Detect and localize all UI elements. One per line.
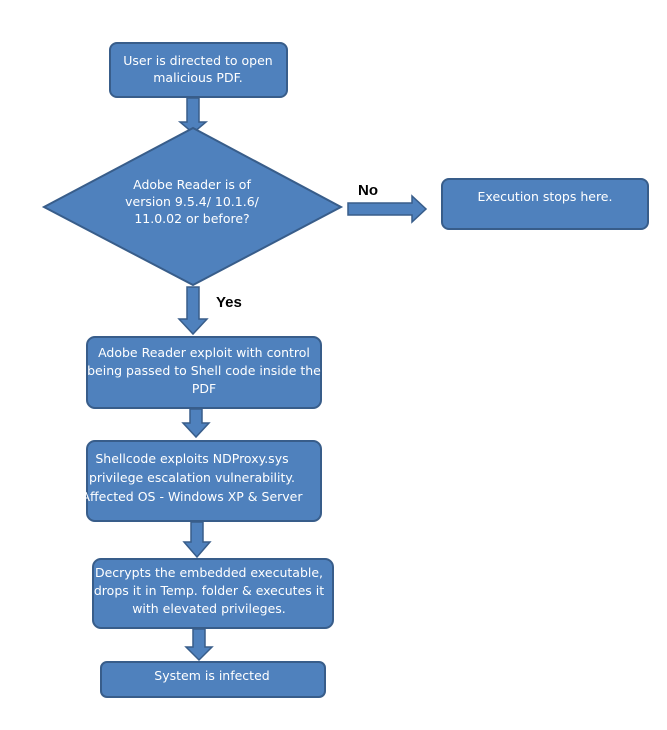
decision-text-line: 11.0.02 or before?	[134, 211, 249, 226]
decrypt-text-line: Decrypts the embedded executable,	[95, 565, 323, 580]
node-exploit: Adobe Reader exploit with control being p…	[86, 336, 322, 409]
arrow-decision-no	[347, 194, 428, 224]
node-start-text: User is directed to open malicious PDF.	[123, 53, 272, 85]
decrypt-text-line: with elevated privileges.	[132, 601, 286, 616]
shellcode-text-line: privilege escalation vulnerability.	[89, 470, 295, 485]
decision-text-line: Adobe Reader is of	[133, 177, 251, 192]
shellcode-text-line: Shellcode exploits NDProxy.sys	[95, 451, 288, 466]
arrows	[177, 97, 428, 662]
edge-label-yes: Yes	[216, 294, 242, 311]
exploit-text-line: Adobe Reader exploit with control	[98, 345, 310, 360]
arrow-shellcode-to-decrypt	[182, 521, 212, 559]
infected-text-line: System is infected	[154, 668, 269, 683]
node-infected-text: System is infected	[154, 668, 269, 683]
node-decision: Adobe Reader is of version 9.5.4/ 10.1.6/…	[41, 126, 344, 287]
shellcode-text-line: Affected OS - Windows XP & Server	[81, 489, 303, 504]
node-stop-text: Execution stops here.	[478, 189, 613, 204]
arrow-exploit-to-shellcode	[181, 408, 211, 439]
node-exploit-text: Adobe Reader exploit with control being p…	[87, 345, 321, 396]
exploit-text-line: being passed to Shell code inside the	[87, 363, 321, 378]
node-shellcode-text: Shellcode exploits NDProxy.sys privilege …	[81, 451, 303, 504]
node-decision-text: Adobe Reader is of version 9.5.4/ 10.1.6/…	[125, 177, 260, 226]
start-text-line: User is directed to open	[123, 53, 272, 68]
decision-text-line: version 9.5.4/ 10.1.6/	[125, 194, 260, 209]
edge-label-no: No	[358, 182, 378, 199]
node-decrypt-text: Decrypts the embedded executable, drops i…	[94, 565, 324, 616]
node-infected: System is infected	[100, 661, 326, 698]
node-start: User is directed to open malicious PDF.	[109, 42, 288, 98]
stop-text-line: Execution stops here.	[478, 189, 613, 204]
start-text-line: malicious PDF.	[153, 70, 243, 85]
arrow-decrypt-to-infected	[184, 628, 214, 662]
node-decrypt: Decrypts the embedded executable, drops i…	[92, 558, 334, 629]
node-stop: Execution stops here.	[441, 178, 649, 230]
exploit-text-line: PDF	[192, 381, 216, 396]
node-shellcode: Shellcode exploits NDProxy.sys privilege …	[81, 440, 322, 522]
arrow-start-to-decision	[177, 97, 209, 134]
arrow-decision-yes	[177, 286, 209, 336]
decrypt-text-line: drops it in Temp. folder & executes it	[94, 583, 324, 598]
